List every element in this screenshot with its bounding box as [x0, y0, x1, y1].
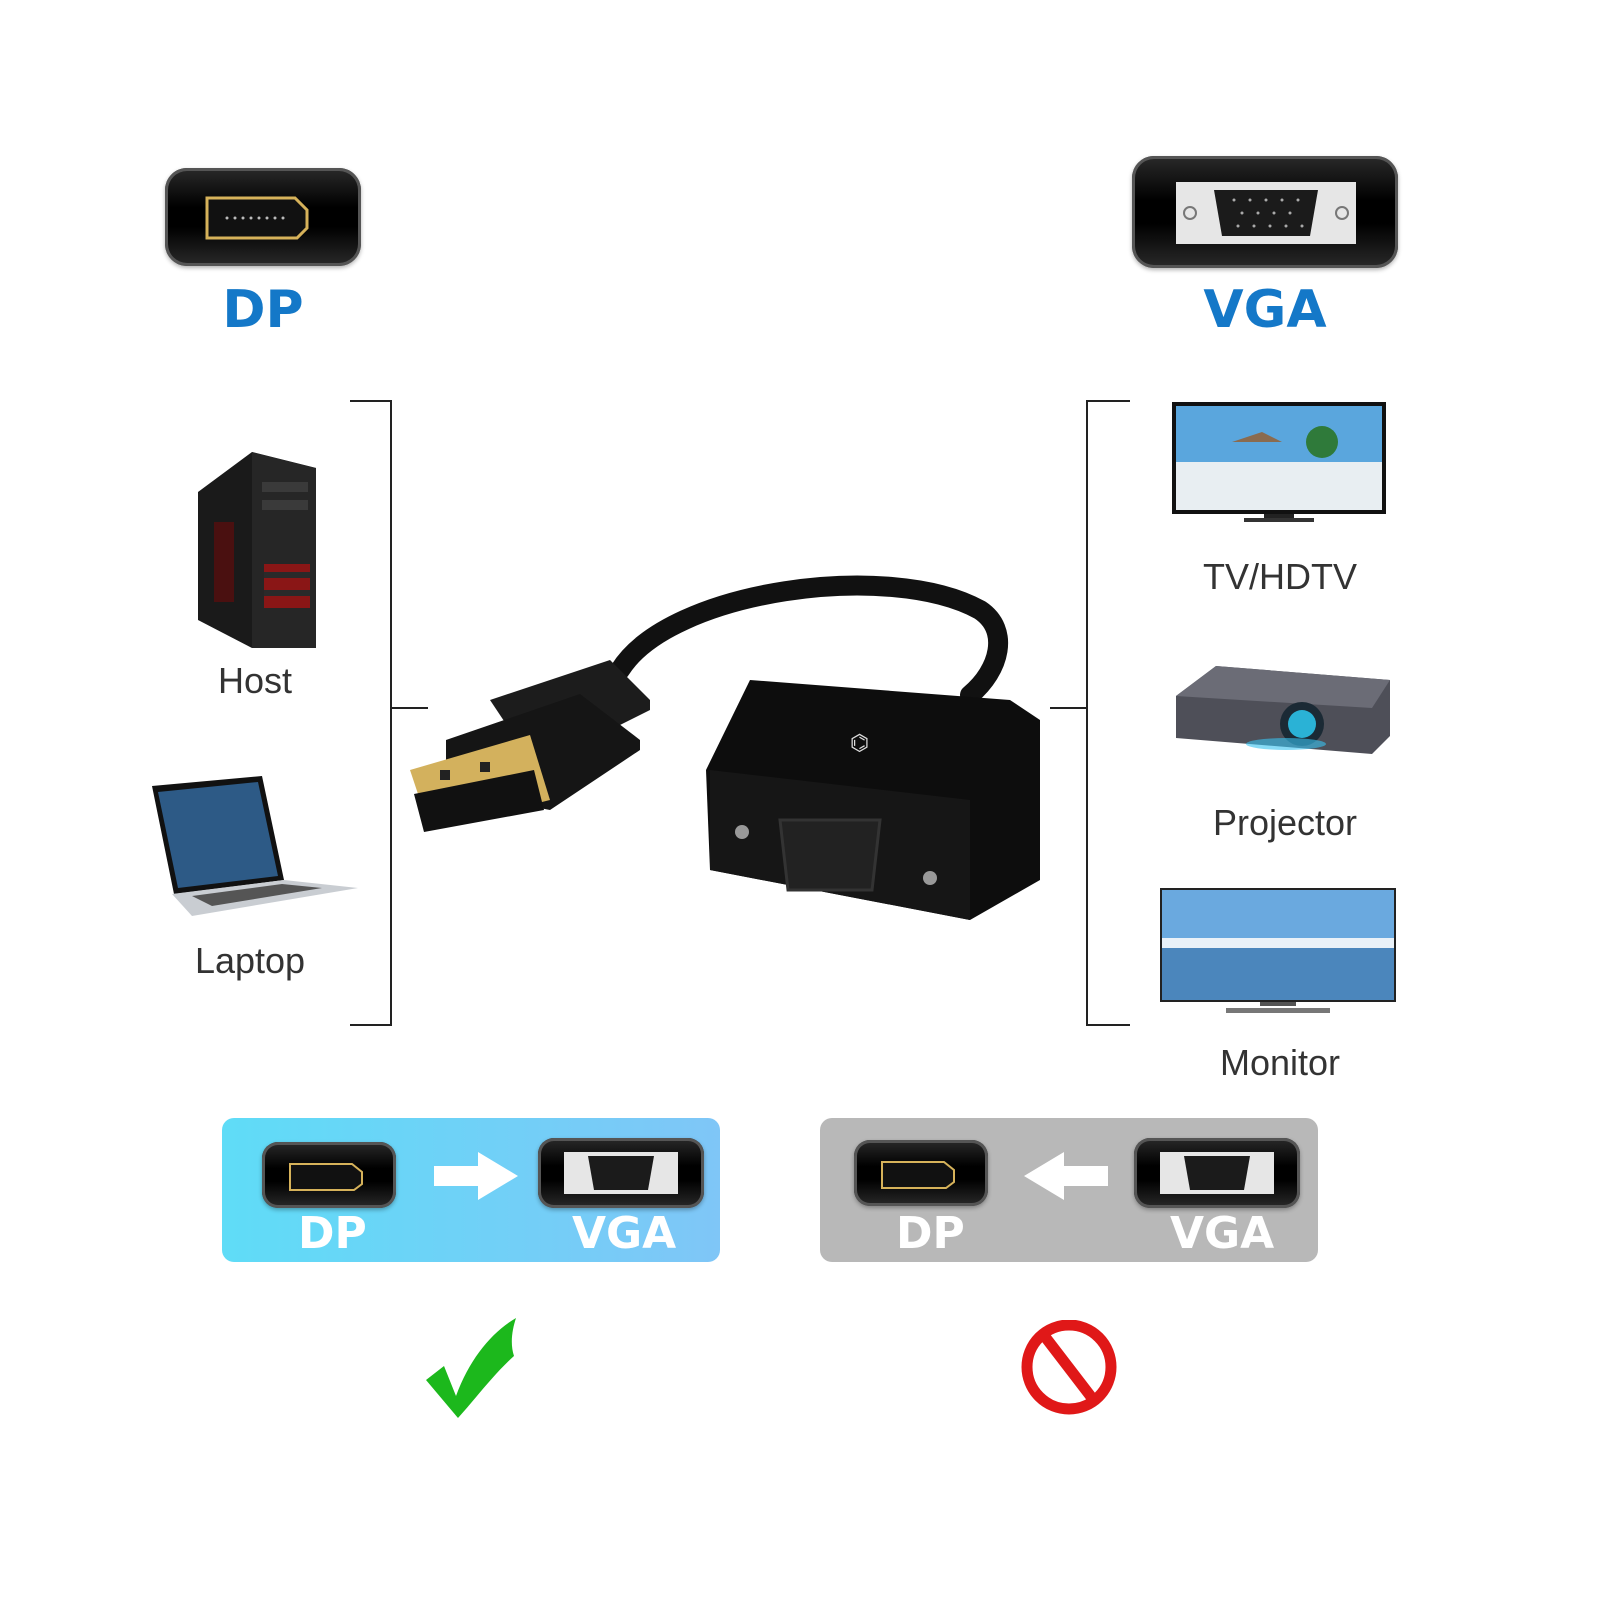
right-bracket-bottom [1086, 1024, 1130, 1026]
vga-port-icon [1134, 1138, 1300, 1208]
monitor-icon [1160, 888, 1396, 1018]
monitor-label: Monitor [1219, 1042, 1341, 1083]
dp-port-icon [262, 1142, 396, 1208]
projector-label: Projector [1212, 802, 1358, 843]
dp-port-icon [854, 1140, 988, 1206]
laptop-label: Laptop [194, 940, 306, 981]
panel-vga-label: VGA [1170, 1208, 1275, 1259]
dp-port-icon [165, 168, 361, 266]
panel-dp-label: DP [298, 1208, 367, 1259]
right-bracket-top [1086, 400, 1130, 402]
desktop-tower-icon [192, 452, 320, 652]
panel-vga-label: VGA [572, 1208, 677, 1259]
unsupported-direction-panel: DP VGA [820, 1118, 1318, 1262]
left-bracket-bottom [350, 1024, 392, 1026]
vga-label: VGA [1203, 280, 1327, 340]
adapter-icon: ⌬ [410, 570, 1050, 930]
right-bracket-line [1086, 400, 1088, 1026]
arrow-left-icon [1024, 1152, 1108, 1205]
checkmark-icon [426, 1318, 522, 1423]
svg-text:⌬: ⌬ [850, 731, 869, 756]
host-label: Host [217, 660, 293, 701]
vga-port-icon [1132, 156, 1398, 268]
projector-icon [1176, 666, 1390, 764]
prohibited-icon [1020, 1319, 1120, 1425]
left-bracket-line [390, 400, 392, 1026]
right-bracket-connector [1050, 707, 1088, 709]
arrow-right-icon [434, 1152, 518, 1205]
panel-dp-label: DP [896, 1208, 965, 1259]
supported-direction-panel: DP VGA [222, 1118, 720, 1262]
left-bracket-top [350, 400, 392, 402]
vga-port-icon [538, 1138, 704, 1208]
tv-icon [1172, 402, 1386, 526]
laptop-icon [152, 776, 358, 920]
tv-label: TV/HDTV [1202, 556, 1357, 597]
left-bracket-connector [390, 707, 428, 709]
dp-label: DP [222, 280, 304, 340]
